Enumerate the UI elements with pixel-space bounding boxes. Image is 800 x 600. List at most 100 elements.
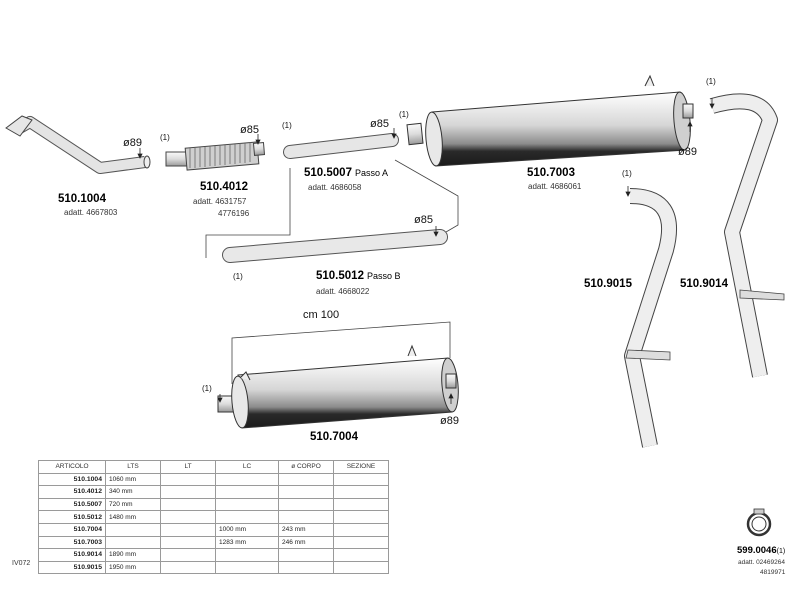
part-510-7004-muffler: [217, 344, 459, 429]
part-510-5007-pipe: [283, 133, 399, 159]
cell: [333, 497, 389, 512]
dim-85-b: ø85: [370, 118, 389, 130]
drawing-reference-code: IV072: [12, 560, 31, 567]
adapt-599-0046-b: 4819971: [760, 569, 786, 576]
label-510-9014: 510.9014: [680, 278, 729, 290]
cell: [333, 535, 389, 550]
cell-code: 510.4012: [38, 485, 106, 499]
cell-code: 510.5012: [38, 510, 106, 524]
note-1-e: (1): [706, 77, 716, 86]
dim-85-c: ø85: [414, 214, 433, 226]
cell: [278, 548, 334, 562]
cell: [215, 485, 279, 499]
adapt-510-5007: adatt. 4686058: [308, 183, 362, 192]
specs-table: ARTICOLO LTS LT LC ø CORPO SEZIONE 510.1…: [38, 460, 389, 575]
col-corpo: ø CORPO: [278, 460, 334, 474]
dimension-arrows: [137, 98, 715, 404]
cell: [160, 485, 216, 499]
cell: [333, 522, 389, 537]
col-lts: LTS: [105, 460, 161, 474]
adapt-510-5012: adatt. 4668022: [316, 287, 370, 296]
note-1-c: (1): [233, 272, 243, 281]
cell: 1480 mm: [105, 510, 161, 524]
note-1-b: (1): [282, 121, 292, 130]
cell-code: 510.7003: [38, 535, 106, 550]
cell: 1950 mm: [105, 560, 161, 575]
cell: [160, 535, 216, 550]
cell: [160, 548, 216, 562]
adapt-510-7003: adatt. 4686061: [528, 182, 582, 191]
part-510-5012-pipe: [222, 229, 448, 263]
cell: [333, 560, 389, 575]
cell: [105, 522, 161, 537]
cell: 1283 mm: [215, 535, 279, 550]
col-articolo: ARTICOLO: [38, 460, 106, 474]
dim-89-a: ø89: [123, 137, 142, 149]
label-510-4012: 510.4012: [200, 181, 248, 193]
cell: [278, 472, 334, 487]
alt-bracket: [205, 159, 459, 258]
cell: 720 mm: [105, 497, 161, 512]
cell: 243 mm: [278, 522, 334, 537]
note-1-g: (1): [202, 384, 212, 393]
cell: 1890 mm: [105, 548, 161, 562]
cell: [215, 472, 279, 487]
note-1-f: (1): [622, 169, 632, 178]
label-510-7004: 510.7004: [310, 431, 359, 443]
cell: [278, 560, 334, 575]
col-lt: LT: [160, 460, 216, 474]
cell: 1000 mm: [215, 522, 279, 537]
table-header-row: ARTICOLO LTS LT LC ø CORPO SEZIONE: [38, 460, 389, 474]
adapt-599-0046-a: adatt. 02469264: [738, 559, 785, 566]
cell: [160, 560, 216, 575]
cell: [333, 485, 389, 499]
cell-code: 510.1004: [38, 472, 106, 487]
adapt-510-4012-b: 4776196: [218, 209, 250, 218]
cell: [278, 510, 334, 524]
cell: [105, 535, 161, 550]
cell: [333, 510, 389, 524]
cell: [215, 497, 279, 512]
part-510-1004-pipe: [5, 115, 151, 174]
note-1-a: (1): [160, 133, 170, 142]
adapt-510-4012-a: adatt. 4631757: [193, 197, 247, 206]
label-510-1004: 510.1004: [58, 193, 107, 205]
cell-code: 510.5007: [38, 497, 106, 512]
part-510-9014-tailpipe: [709, 93, 785, 378]
cell: [278, 497, 334, 512]
cell: [333, 472, 389, 487]
cell: [160, 510, 216, 524]
cell: [215, 548, 279, 562]
part-510-4012-flex: [165, 141, 266, 171]
cell: [215, 510, 279, 524]
cell: [160, 522, 216, 537]
cell: [333, 548, 389, 562]
cell-code: 510.9014: [38, 548, 106, 562]
label-599-0046: 599.0046(1): [737, 545, 785, 556]
note-1-d: (1): [399, 110, 409, 119]
adapt-510-1004: adatt. 4667803: [64, 208, 118, 217]
cell: 1060 mm: [105, 472, 161, 487]
part-510-9015-tailpipe: [624, 188, 678, 448]
cell: 340 mm: [105, 485, 161, 499]
label-510-9015: 510.9015: [584, 278, 633, 290]
cell-code: 510.9015: [38, 560, 106, 575]
dim-89-b: ø89: [678, 146, 697, 158]
cell: [215, 560, 279, 575]
cell: 246 mm: [278, 535, 334, 550]
cell: [160, 472, 216, 487]
part-599-0046-clamp: [746, 508, 772, 537]
dim-89-c: ø89: [440, 415, 459, 427]
dim-cm: cm 100: [303, 309, 339, 321]
label-510-7003: 510.7003: [527, 167, 575, 179]
length-bracket: [231, 321, 451, 384]
